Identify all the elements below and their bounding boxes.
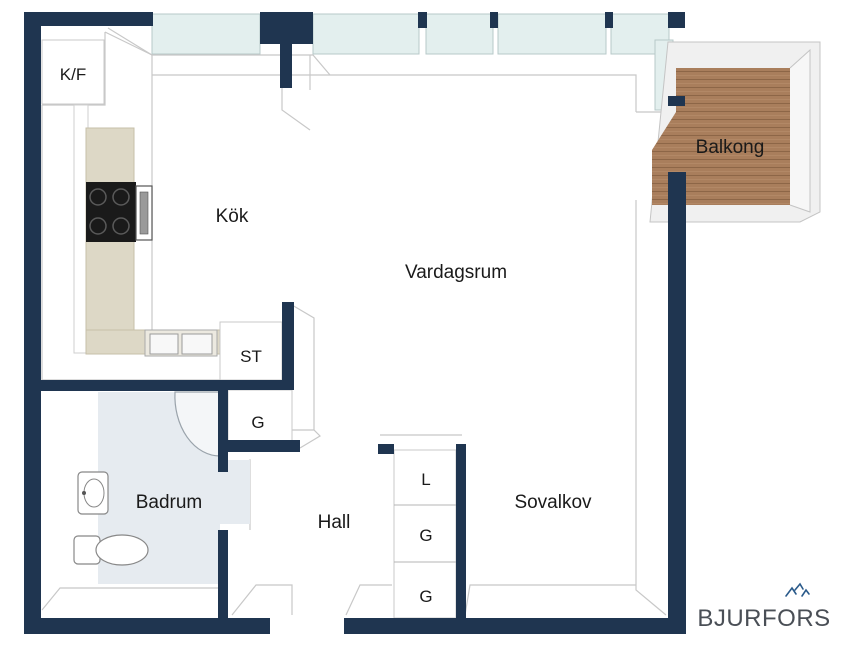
label-g-hall: G xyxy=(251,413,264,432)
wall-kitchen-bath xyxy=(41,380,221,391)
room-label-hall: Hall xyxy=(318,512,351,533)
room-labels: Kök Vardagsrum Balkong Badrum Hall Soval… xyxy=(136,137,765,533)
fixture-labels: K/F ST G L G G xyxy=(60,65,433,606)
windows xyxy=(151,13,674,111)
wall-right xyxy=(668,172,686,634)
walls xyxy=(24,12,686,634)
wall-top-left xyxy=(24,12,153,26)
fridge-freezer-cabinet xyxy=(41,39,105,105)
room-label-vardagsrum: Vardagsrum xyxy=(405,262,507,283)
birds-icon xyxy=(785,582,810,597)
room-label-balkong: Balkong xyxy=(696,137,765,158)
wall-left xyxy=(24,12,41,634)
bathroom-fixtures xyxy=(73,389,293,584)
storage-cabinet xyxy=(219,321,283,381)
toilet-bowl xyxy=(95,534,149,566)
label-g-2: G xyxy=(419,587,432,606)
wall-bottom-left xyxy=(24,618,270,634)
label-kf: K/F xyxy=(60,65,86,84)
label-g-1: G xyxy=(419,526,432,545)
wall-bottom-right xyxy=(344,618,686,634)
balcony xyxy=(649,41,821,223)
room-label-kok: Kök xyxy=(216,206,249,227)
label-l: L xyxy=(421,470,430,489)
logo: BJURFORS xyxy=(697,582,830,632)
logo-text: BJURFORS xyxy=(697,605,830,632)
kitchen-fixtures xyxy=(41,39,283,381)
label-st: ST xyxy=(240,347,262,366)
room-label-badrum: Badrum xyxy=(136,492,203,513)
room-label-sovalkov: Sovalkov xyxy=(514,492,592,513)
storage-column xyxy=(393,449,457,619)
wardrobe-hall xyxy=(227,389,293,443)
